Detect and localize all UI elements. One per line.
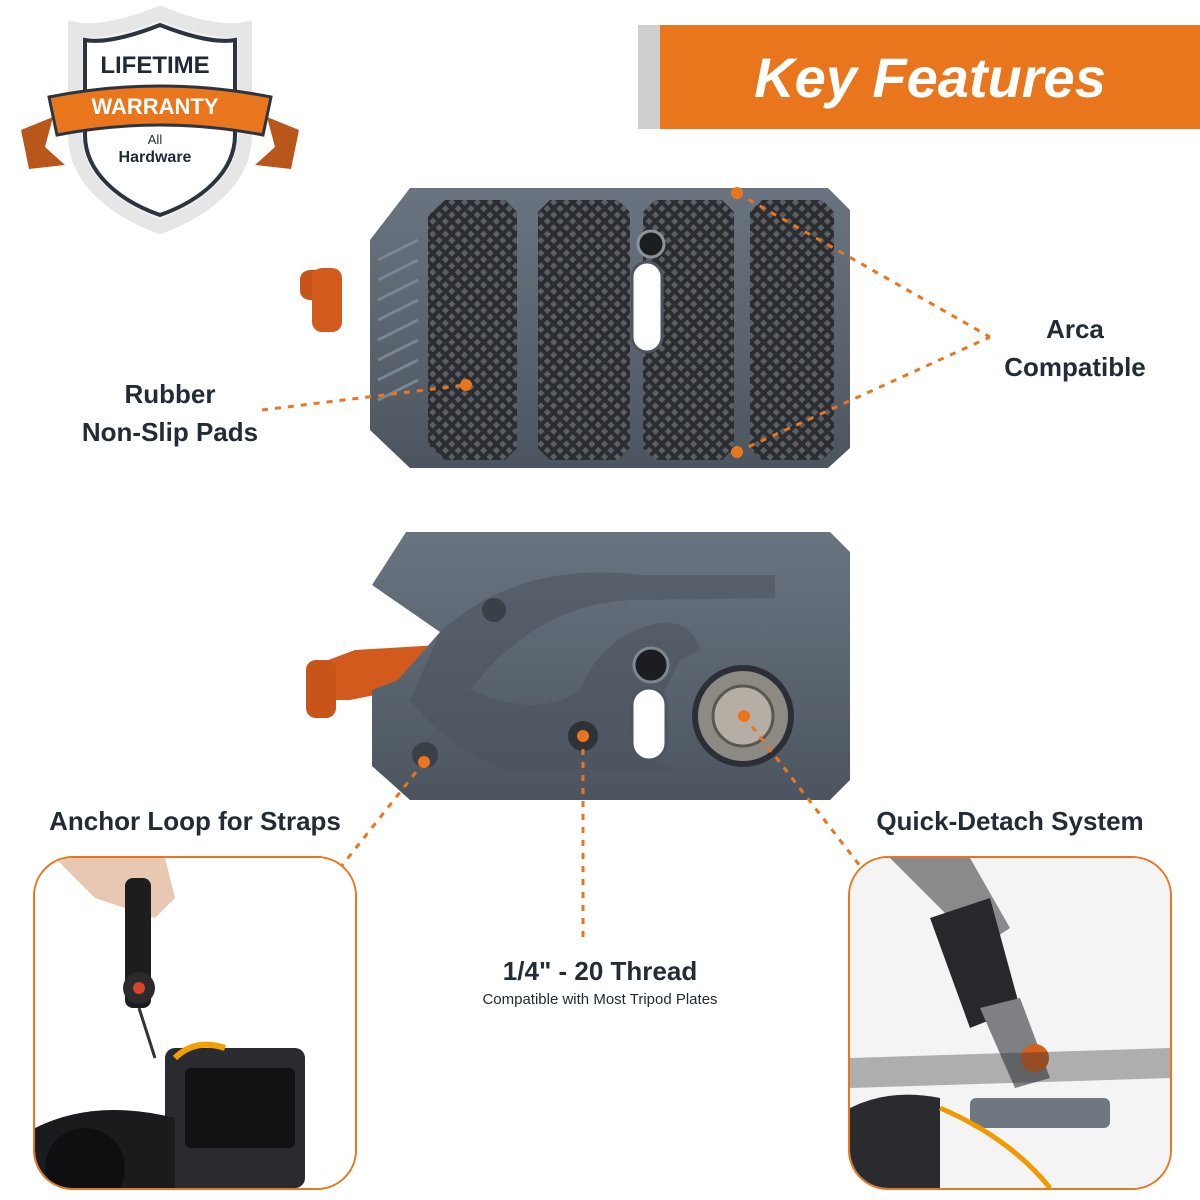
badge-line-lifetime: LIFETIME [100,52,210,79]
anchor-loop-photo [33,856,357,1190]
camera-plate-top-icon [300,188,850,468]
arca-label: Arca Compatible [980,310,1170,386]
arca-line2: Compatible [1004,352,1146,382]
rubber-pads-line2: Non-Slip Pads [81,417,259,447]
rubber-pads-label: Rubber Non-Slip Pads [40,375,300,451]
badge-ribbon-warranty: WARRANTY [91,94,219,119]
anchor-loop-label: Anchor Loop for Straps [49,806,341,836]
thread-sublabel: Compatible with Most Tripod Plates [482,991,718,1008]
page-title: Key Features [754,45,1106,109]
camera-plate-bottom-icon [306,532,850,800]
camera-strap-photo-icon [35,858,355,1188]
shield-badge-icon [21,5,299,235]
thread-label: 1/4" - 20 Thread [502,956,698,986]
shoulder-strap-photo-icon [850,858,1170,1188]
rubber-pads-line1: Rubber [124,379,216,409]
badge-line-hardware: Hardware [118,149,192,166]
banner-background [660,25,1200,129]
arca-line1: Arca [1046,314,1104,344]
quick-detach-photo [848,856,1172,1190]
quick-detach-label: Quick-Detach System [876,806,1144,836]
badge-line-all: All [147,132,163,147]
